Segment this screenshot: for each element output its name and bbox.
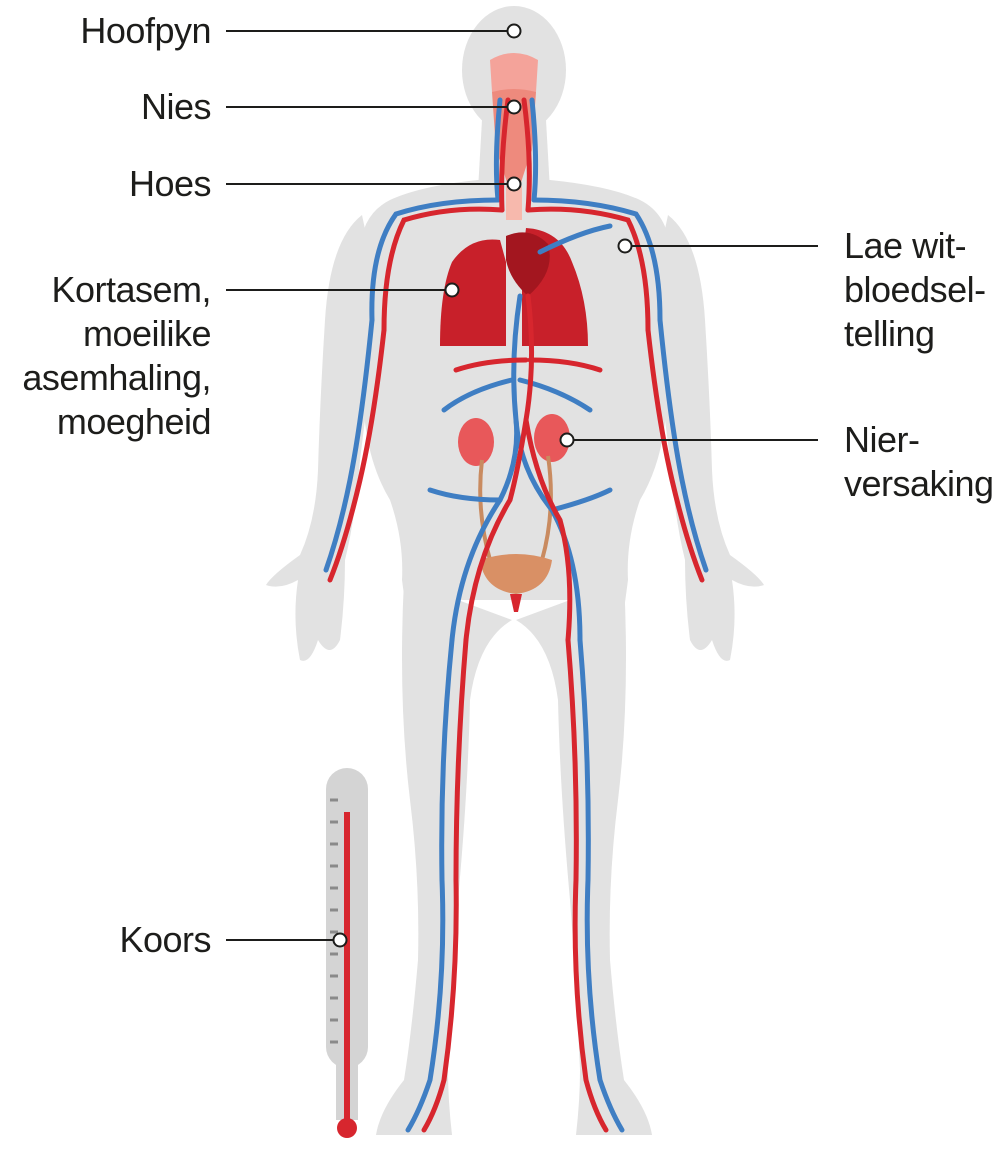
thermometer-bulb (337, 1118, 357, 1138)
label-kidney-failure-line-2: versaking (844, 462, 994, 506)
label-fever-line-1: Koors (119, 918, 211, 962)
urethra-shape (510, 594, 522, 612)
label-breathing-line-4: moegheid (22, 400, 211, 444)
label-white-cells-line-2: bloedsel- (844, 268, 986, 312)
label-fever: Koors (119, 918, 211, 962)
label-kidney-failure: Nier- versaking (844, 418, 994, 506)
label-breathing-line-2: moeilike (22, 312, 211, 356)
label-breathing: Kortasem, moeilike asemhaling, moegheid (22, 268, 211, 444)
label-white-cells-line-1: Lae wit- (844, 224, 986, 268)
callout-dot-cough (508, 178, 521, 191)
label-sneeze-line-1: Nies (141, 85, 211, 129)
callout-dot-white-cells (619, 240, 632, 253)
label-cough-line-1: Hoes (129, 162, 211, 206)
label-headache: Hoofpyn (80, 9, 211, 53)
callout-dot-kidney (561, 434, 574, 447)
label-white-cells-line-3: telling (844, 312, 986, 356)
callout-dot-sneeze (508, 101, 521, 114)
callout-dot-fever (334, 934, 347, 947)
callout-dot-headache (508, 25, 521, 38)
label-cough: Hoes (129, 162, 211, 206)
label-headache-line-1: Hoofpyn (80, 9, 211, 53)
thermometer-liquid (344, 812, 350, 1130)
label-white-cells: Lae wit- bloedsel- telling (844, 224, 986, 356)
thermometer (326, 768, 368, 1138)
left-kidney-shape (458, 418, 494, 466)
label-sneeze: Nies (141, 85, 211, 129)
label-breathing-line-3: asemhaling, (22, 356, 211, 400)
callout-dot-breathing (446, 284, 459, 297)
right-arm-shape (650, 215, 764, 661)
label-kidney-failure-line-1: Nier- (844, 418, 994, 462)
label-breathing-line-1: Kortasem, (22, 268, 211, 312)
left-arm-shape (266, 215, 380, 661)
